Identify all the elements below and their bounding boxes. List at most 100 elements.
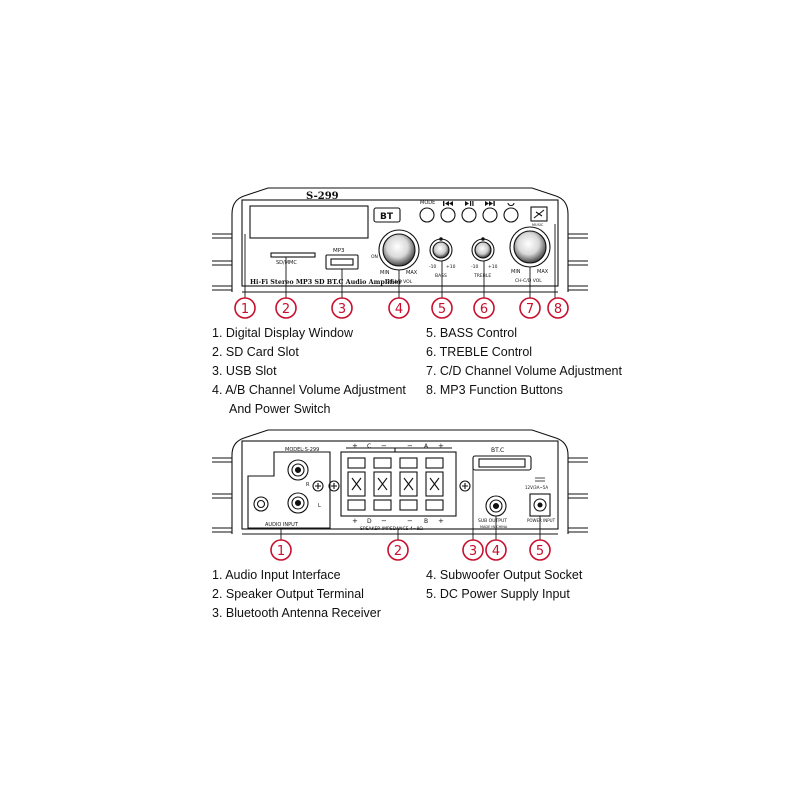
front-callout-2: 2 <box>275 297 297 319</box>
back-callout-4: 4 <box>485 539 507 561</box>
front-callout-8: 8 <box>547 297 569 319</box>
term-a-label: A <box>424 443 429 450</box>
back-left-fins <box>212 457 232 533</box>
repeat-icon <box>507 202 515 206</box>
back-callout-5: 5 <box>529 539 551 561</box>
ab-channel-label: CH-A/B VOL <box>386 279 413 285</box>
front-callout-3: 3 <box>331 297 353 319</box>
power-input-label: POWER INPUT <box>527 518 556 523</box>
term-b-plus: + <box>438 517 444 525</box>
back-callout-3: 3 <box>462 539 484 561</box>
front-callout-5-label: 5 <box>438 302 446 317</box>
cd-max-label: MAX <box>537 269 549 275</box>
front-callout-4: 4 <box>388 297 410 319</box>
back-legend-item-1: 1. Audio Input Interface <box>212 568 341 582</box>
music-logo-icon <box>533 209 545 219</box>
speaker-terminals <box>347 457 444 511</box>
bt-badge <box>373 207 401 223</box>
left-heatsink-fins <box>212 233 232 291</box>
impedance-label: SPEAKER IMPEDANCE 4~8Ω <box>360 526 423 532</box>
mp3-buttons <box>419 207 519 223</box>
term-d-minus: − <box>381 517 387 525</box>
front-legend-item-6: 6. TREBLE Control <box>426 345 533 359</box>
front-labels: S-299 BT MODE MP3 SD/MMC ON MIN MAX CH-A… <box>250 191 549 286</box>
term-c-plus: + <box>352 442 358 450</box>
bt-antenna-inner <box>478 458 526 468</box>
back-callouts: 1 2 3 4 5 <box>270 539 551 561</box>
aux-jack[interactable] <box>256 499 266 509</box>
ab-volume-knob[interactable] <box>382 233 416 267</box>
repeat-button[interactable] <box>503 207 519 223</box>
front-callout-3-label: 3 <box>338 302 346 317</box>
sdmmc-label: SD/MMC <box>276 260 297 266</box>
on-label: ON <box>371 254 378 260</box>
front-callout-2-label: 2 <box>282 302 290 317</box>
term-d-plus: + <box>352 517 358 525</box>
dc-polarity-icon <box>535 477 545 482</box>
mode-label: MODE <box>420 200 435 206</box>
back-callout-1: 1 <box>270 539 292 561</box>
prev-icon <box>443 201 453 206</box>
logo-label: MUSIC <box>532 223 544 227</box>
treble-knob[interactable] <box>474 241 492 259</box>
front-callout-7-label: 7 <box>526 302 534 317</box>
sd-card-slot <box>270 252 316 258</box>
rca-jack-l[interactable] <box>291 496 305 510</box>
cd-volume-knob[interactable] <box>513 230 547 264</box>
back-callout-4-label: 4 <box>492 544 500 559</box>
front-legend-item-8: 8. MP3 Function Buttons <box>426 383 563 397</box>
play-pause-button[interactable] <box>461 207 477 223</box>
front-legend-left: 1. Digital Display Window 2. SD Card Slo… <box>212 324 406 419</box>
back-screws <box>312 480 471 492</box>
audio-input-frame <box>247 451 331 529</box>
dc-power-jack[interactable] <box>533 498 547 512</box>
rca-jack-l-outer <box>287 492 309 514</box>
front-banner: Hi-Fi Stereo MP3 SD BT.C Audio Amplifier <box>250 278 402 286</box>
cd-channel-label: CH-C/D VOL <box>515 278 542 284</box>
back-housing <box>231 429 569 534</box>
sub-output-socket[interactable] <box>489 499 503 513</box>
prev-button[interactable] <box>440 207 456 223</box>
mode-button[interactable] <box>419 207 435 223</box>
back-right-fins <box>568 457 588 533</box>
bt-antenna-receiver[interactable] <box>472 455 532 471</box>
back-legend-item-2: 2. Speaker Output Terminal <box>212 587 364 601</box>
back-leader-lines <box>280 465 541 540</box>
rca-r-label: R <box>306 482 310 488</box>
treble-minus-label: -10 <box>471 264 478 270</box>
model-label: S-299 <box>306 191 339 202</box>
treble-label: TREBLE <box>473 273 491 279</box>
sub-output-label: SUB OUTPUT <box>478 518 507 524</box>
mp3-label: MP3 <box>333 248 345 254</box>
back-callout-2: 2 <box>387 539 409 561</box>
front-legend-item-7: 7. C/D Channel Volume Adjustment <box>426 364 622 378</box>
back-legend-right: 4. Subwoofer Output Socket 5. DC Power S… <box>426 566 582 604</box>
term-a-plus: + <box>438 442 444 450</box>
front-callout-8-label: 8 <box>554 302 562 317</box>
term-c-label: C <box>367 443 371 450</box>
back-callout-3-label: 3 <box>469 544 477 559</box>
cd-min-label: MIN <box>511 269 521 275</box>
back-labels: MODEL:S-299 R L AUDIO INPUT + C − − A + … <box>265 442 556 532</box>
bt-c-label: BT.C <box>491 447 504 454</box>
bt-label: BT <box>380 212 394 222</box>
bass-plus-label: +10 <box>446 264 456 270</box>
music-logo-box <box>530 206 548 222</box>
digital-display-window <box>249 205 369 239</box>
aux-jack-outer <box>253 496 269 512</box>
bass-knob[interactable] <box>432 241 450 259</box>
term-c-minus: − <box>381 442 387 450</box>
front-legend-item-4: 4. A/B Channel Volume Adjustment <box>212 383 406 397</box>
back-legend-item-4: 4. Subwoofer Output Socket <box>426 568 583 582</box>
rca-jack-r[interactable] <box>291 463 305 477</box>
back-callout-2-label: 2 <box>394 544 402 559</box>
bass-label: BASS <box>435 273 447 279</box>
next-button[interactable] <box>482 207 498 223</box>
speaker-terminal-block <box>340 451 457 517</box>
front-callout-1-label: 1 <box>241 302 249 317</box>
front-callout-7: 7 <box>519 297 541 319</box>
front-callout-1: 1 <box>234 297 256 319</box>
front-legend-item-1: 1. Digital Display Window <box>212 326 354 340</box>
play-pause-icon <box>465 201 474 206</box>
